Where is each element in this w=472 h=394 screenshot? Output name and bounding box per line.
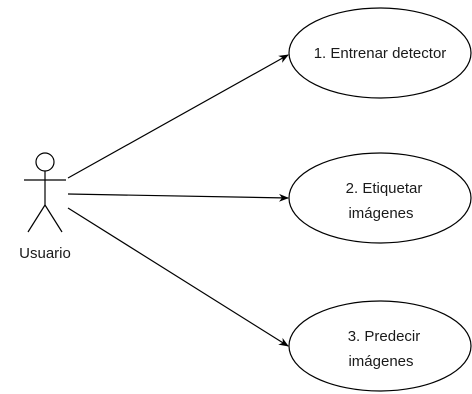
use-case-label: imágenes	[348, 353, 413, 370]
use-case-ellipse	[288, 7, 472, 99]
use-case-label: 3. Predecir	[348, 328, 421, 345]
association-predecir[interactable]	[67, 207, 289, 347]
use-case-ellipse	[288, 300, 472, 392]
use-case-ellipse	[288, 152, 472, 244]
actor-right-leg	[44, 204, 63, 233]
association-entrenar[interactable]	[67, 54, 289, 179]
use-case-entrenar-detector[interactable]: 1. Entrenar detector	[288, 7, 472, 99]
actor-head	[35, 152, 55, 172]
use-case-label: 2. Etiquetar	[346, 180, 423, 197]
actor-left-leg	[27, 204, 46, 233]
use-case-label: imágenes	[348, 205, 413, 222]
use-case-etiquetar-imagenes[interactable]: 2. Etiquetar imágenes	[288, 152, 472, 244]
use-case-label: 1. Entrenar detector	[314, 45, 447, 62]
use-case-predecir-imagenes[interactable]: 3. Predecir imágenes	[288, 300, 472, 392]
actor-label: Usuario	[19, 245, 71, 262]
association-etiquetar[interactable]	[67, 193, 289, 202]
actor-usuario[interactable]: Usuario	[19, 152, 71, 262]
